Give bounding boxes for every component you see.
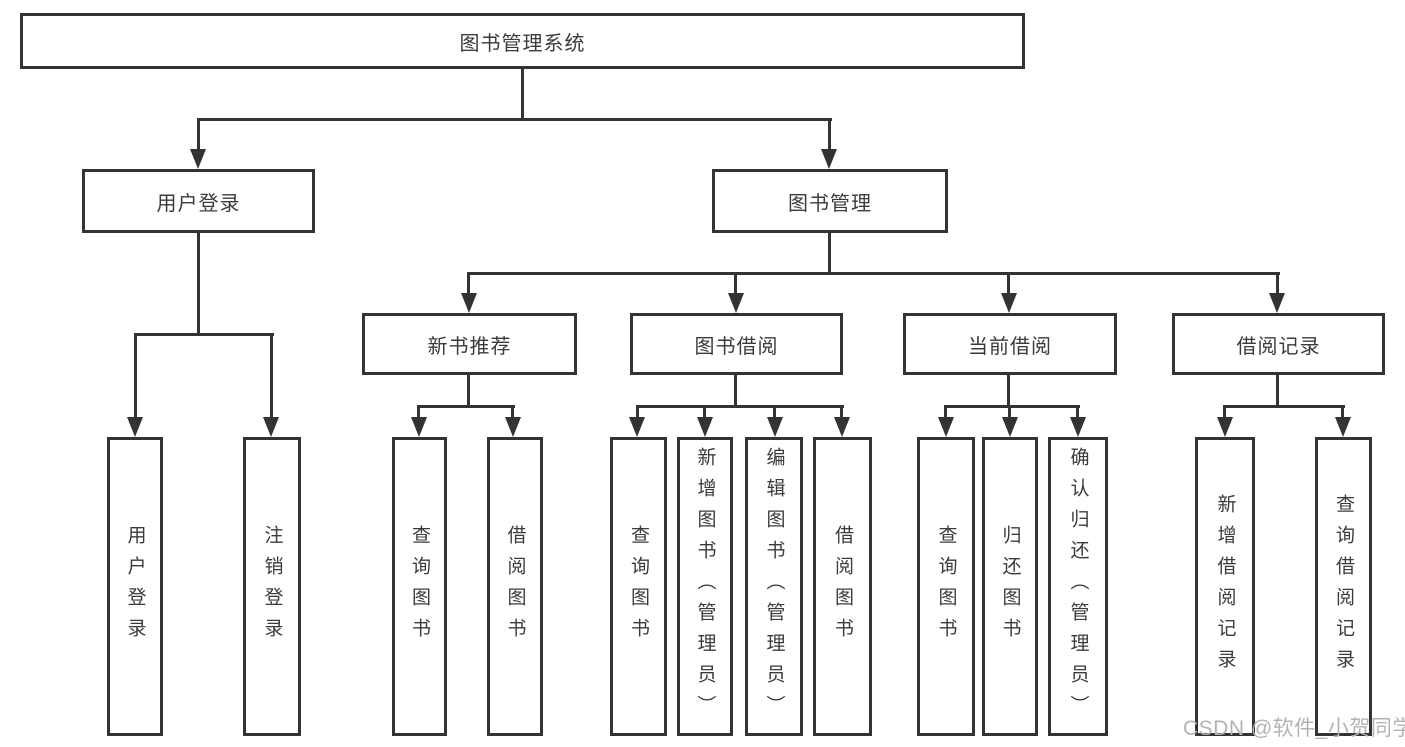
arrowhead-down-icon — [697, 417, 713, 437]
arrowhead-down-icon — [834, 417, 850, 437]
connector-line — [197, 118, 200, 154]
connector-line — [1341, 405, 1344, 421]
leaf-user-login-label: 用户登录 — [124, 524, 146, 649]
connector-line — [1007, 272, 1010, 298]
arrowhead-down-icon — [821, 149, 837, 169]
connector-line — [134, 333, 274, 336]
connector-line — [417, 405, 515, 408]
connector-line — [773, 405, 776, 421]
connector-line — [197, 231, 200, 333]
connector-line — [1223, 405, 1345, 408]
leaf-user-login: 用户登录 — [107, 437, 163, 736]
connector-line — [270, 333, 273, 421]
arrowhead-down-icon — [127, 417, 143, 437]
leaf-edit-books-admin-label: 编辑图书（管理员） — [763, 447, 785, 726]
connector-line — [636, 405, 639, 421]
leaf-return-books-label: 归还图书 — [999, 524, 1021, 649]
connector-line — [1076, 405, 1079, 421]
connector-line — [944, 405, 1080, 408]
arrowhead-down-icon — [728, 293, 744, 313]
connector-line — [944, 405, 947, 421]
leaf-confirm-return-admin-label: 确认归还（管理员） — [1067, 447, 1089, 726]
connector-line — [467, 373, 470, 407]
connector-line — [703, 405, 706, 421]
connector-line — [1007, 373, 1010, 407]
leaf-query-books-current-label: 查询图书 — [935, 524, 957, 649]
arrowhead-down-icon — [1335, 417, 1351, 437]
leaf-query-borrow-record-label: 查询借阅记录 — [1333, 493, 1354, 680]
node-borrow-records-label: 借阅记录 — [1236, 335, 1321, 358]
leaf-borrow-books-borrow-label: 借阅图书 — [832, 524, 853, 649]
leaf-query-books-current: 查询图书 — [917, 437, 975, 736]
connector-line — [636, 405, 844, 408]
connector-line — [1008, 405, 1011, 421]
leaf-return-books: 归还图书 — [982, 437, 1038, 736]
node-book-borrow: 图书借阅 — [630, 313, 843, 375]
connector-line — [1223, 405, 1226, 421]
node-user-login-label: 用户登录 — [156, 192, 241, 215]
arrowhead-down-icon — [505, 417, 521, 437]
node-root-label: 图书管理系统 — [459, 32, 586, 55]
leaf-query-books-borrow: 查询图书 — [610, 437, 667, 736]
leaf-query-books-recommend: 查询图书 — [392, 437, 447, 736]
leaf-logout-label: 注销登录 — [261, 524, 283, 649]
arrowhead-down-icon — [1269, 293, 1285, 313]
connector-line — [828, 231, 831, 275]
connector-line — [828, 118, 831, 154]
node-new-book-recommend: 新书推荐 — [362, 313, 577, 375]
node-book-management-label: 图书管理 — [788, 192, 872, 215]
connector-line — [467, 272, 470, 298]
leaf-borrow-books-borrow: 借阅图书 — [813, 437, 872, 736]
connector-line — [197, 118, 832, 121]
arrowhead-down-icon — [629, 417, 645, 437]
arrowhead-down-icon — [1001, 293, 1017, 313]
watermark: CSDN @软件_小贺同学 — [1183, 717, 1405, 740]
connector-line — [734, 272, 737, 298]
leaf-borrow-books-recommend: 借阅图书 — [487, 437, 543, 736]
arrowhead-down-icon — [1070, 417, 1086, 437]
node-current-borrow-label: 当前借阅 — [968, 335, 1052, 358]
leaf-logout: 注销登录 — [243, 437, 301, 736]
connector-line — [468, 272, 1280, 275]
leaf-query-books-recommend-label: 查询图书 — [409, 524, 430, 649]
leaf-borrow-books-recommend-label: 借阅图书 — [504, 524, 526, 649]
arrowhead-down-icon — [1002, 417, 1018, 437]
connector-line — [1276, 373, 1279, 407]
leaf-confirm-return-admin: 确认归还（管理员） — [1048, 437, 1108, 736]
leaf-add-books-admin-label: 新增图书（管理员） — [694, 447, 716, 726]
node-new-book-recommend-label: 新书推荐 — [427, 335, 512, 358]
arrowhead-down-icon — [1217, 417, 1233, 437]
connector-line — [840, 405, 843, 421]
node-root: 图书管理系统 — [20, 13, 1025, 69]
connector-line — [134, 333, 137, 421]
arrowhead-down-icon — [938, 417, 954, 437]
node-book-management: 图书管理 — [712, 169, 948, 233]
node-borrow-records: 借阅记录 — [1172, 313, 1385, 375]
connector-line — [511, 405, 514, 421]
leaf-query-borrow-record: 查询借阅记录 — [1315, 437, 1372, 736]
arrowhead-down-icon — [767, 417, 783, 437]
node-user-login: 用户登录 — [82, 169, 315, 233]
arrowhead-down-icon — [190, 149, 206, 169]
connector-line — [521, 66, 524, 118]
connector-line — [417, 405, 420, 421]
leaf-query-books-borrow-label: 查询图书 — [628, 524, 649, 649]
node-current-borrow: 当前借阅 — [903, 313, 1117, 375]
arrowhead-down-icon — [461, 293, 477, 313]
leaf-add-borrow-record-label: 新增借阅记录 — [1214, 493, 1236, 680]
node-book-borrow-label: 图书借阅 — [694, 335, 779, 358]
leaf-add-borrow-record: 新增借阅记录 — [1195, 437, 1255, 736]
arrowhead-down-icon — [263, 417, 279, 437]
connector-line — [1276, 272, 1279, 298]
arrowhead-down-icon — [411, 417, 427, 437]
leaf-add-books-admin: 新增图书（管理员） — [677, 437, 733, 736]
leaf-edit-books-admin: 编辑图书（管理员） — [745, 437, 803, 736]
connector-line — [734, 373, 737, 407]
